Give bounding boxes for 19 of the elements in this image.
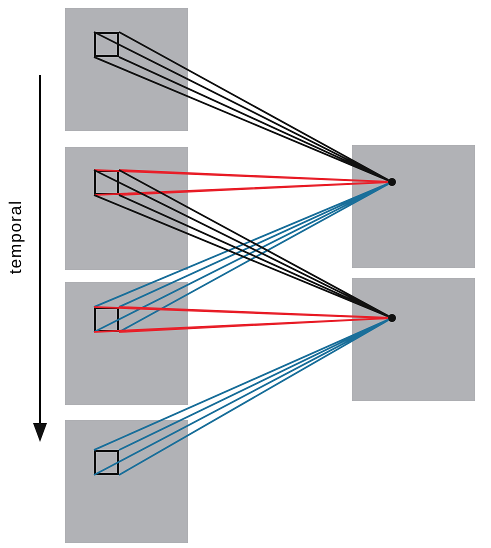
frame-square xyxy=(352,145,475,268)
projection-lines xyxy=(93,182,390,333)
frame-square xyxy=(65,420,188,543)
projection-lines xyxy=(93,169,389,196)
projection-lines xyxy=(93,318,390,476)
frame-square xyxy=(352,278,475,401)
kernel-square xyxy=(94,32,119,57)
frame-square xyxy=(65,147,188,270)
projection-lines xyxy=(93,31,390,182)
kernel-square xyxy=(94,307,119,332)
frame-square xyxy=(65,8,188,131)
frame-square xyxy=(65,282,188,405)
axis-label: temporal xyxy=(6,200,26,274)
kernel-square xyxy=(94,170,119,195)
projection-lines xyxy=(93,306,389,333)
projection-lines xyxy=(93,169,390,318)
kernel-square xyxy=(94,450,119,475)
point-dot xyxy=(388,178,396,186)
point-dot xyxy=(388,314,396,322)
